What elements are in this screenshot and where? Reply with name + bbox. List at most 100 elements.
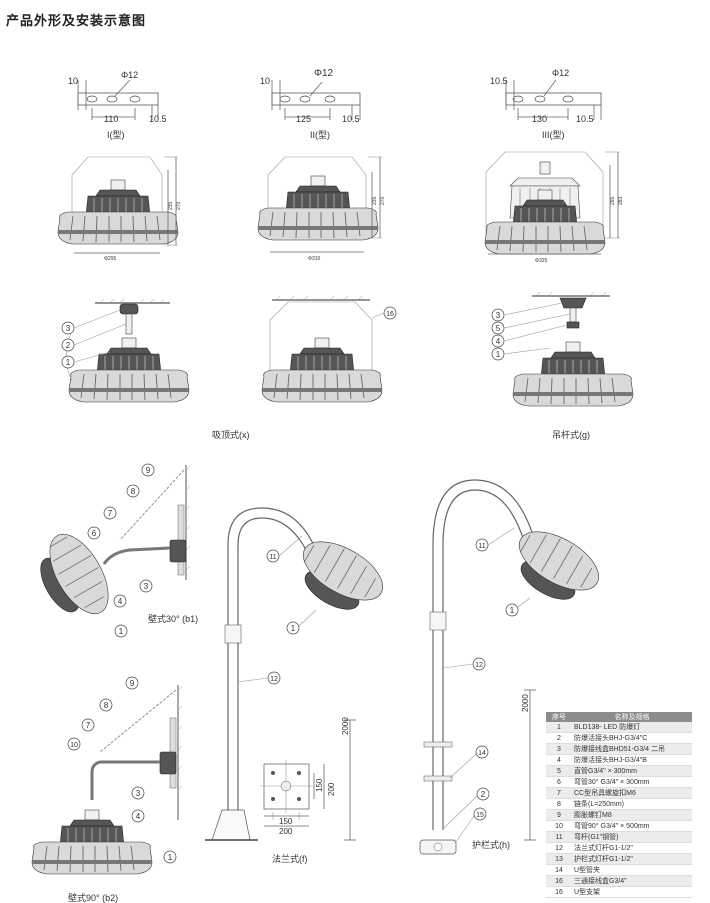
callout-3c-text: 3 bbox=[144, 582, 149, 591]
bracket-1-label: I(型) bbox=[107, 130, 125, 140]
part-number: 8 bbox=[546, 798, 572, 810]
callout-4b-text: 4 bbox=[118, 597, 123, 606]
callout-8b-text: 8 bbox=[104, 701, 109, 710]
product-2-width: Φ310 bbox=[308, 256, 321, 262]
callout-1e-text: 1 bbox=[291, 624, 296, 633]
label-flange: 法兰式(f) bbox=[272, 853, 308, 864]
callout-8a bbox=[126, 484, 140, 498]
callout-12a-text: 12 bbox=[270, 676, 278, 683]
guardrail-pole-install bbox=[419, 479, 609, 855]
callout-10 bbox=[67, 737, 81, 751]
callout-1c-text: 1 bbox=[119, 627, 124, 636]
ceiling-install bbox=[261, 295, 383, 403]
product-dim-1: Φ295 235 270 bbox=[57, 156, 182, 262]
flange-height: 2000 bbox=[341, 717, 350, 735]
parts-col-name: 名称及规格 bbox=[572, 712, 692, 722]
callout-2b bbox=[476, 787, 490, 801]
callout-8a-text: 8 bbox=[131, 487, 136, 496]
part-description: U型支架 bbox=[572, 886, 692, 898]
callout-9b-text: 9 bbox=[130, 679, 135, 688]
wall90-install bbox=[31, 685, 183, 875]
callout-1c bbox=[114, 624, 128, 638]
part-number: 13 bbox=[546, 853, 572, 865]
flange-plate-outer: 200 bbox=[279, 827, 293, 836]
product-1-width: Φ295 bbox=[104, 256, 117, 262]
flange-side-outer: 200 bbox=[327, 782, 336, 796]
product-3-h1: 265 bbox=[610, 196, 616, 205]
flange-pole-install bbox=[205, 507, 393, 841]
part-description: 链条(L=250mm) bbox=[572, 798, 692, 810]
callout-11a-text: 11 bbox=[269, 554, 276, 561]
callout-5-text: 5 bbox=[496, 324, 501, 333]
callout-7a-text: 7 bbox=[108, 509, 113, 518]
bracket-3-d1: 10.5 bbox=[490, 76, 508, 86]
part-number: 16 bbox=[546, 875, 572, 887]
bracket-3-label: III(型) bbox=[542, 130, 565, 140]
label-wall30: 壁式30° (b1) bbox=[148, 613, 198, 624]
bracket-type-2: 10 Φ12 125 10.5 II(型) bbox=[260, 68, 361, 140]
wall30-install bbox=[25, 465, 191, 631]
callout-16-text: 16 bbox=[386, 311, 394, 318]
bracket-1-d1: 10 bbox=[68, 76, 78, 86]
product-2-h2: 270 bbox=[380, 196, 386, 205]
callout-15-text: 15 bbox=[476, 812, 484, 819]
part-description: 弯杆(G1"钢管) bbox=[572, 831, 692, 843]
callout-9a bbox=[141, 463, 155, 477]
callout-3d bbox=[131, 786, 145, 800]
part-description: CC型吊具螺旋扣M6 bbox=[572, 787, 692, 799]
label-pendant: 吊杆式(g) bbox=[552, 429, 590, 440]
product-3-h2: 283 bbox=[618, 196, 624, 205]
callout-10-text: 10 bbox=[70, 742, 78, 749]
parts-table-header: 序号 名称及规格 bbox=[546, 712, 692, 722]
callout-7a bbox=[103, 506, 117, 520]
callout-1e bbox=[286, 621, 300, 635]
callout-11b-text: 11 bbox=[478, 543, 485, 550]
part-number: 9 bbox=[546, 809, 572, 821]
part-number: 16 bbox=[546, 886, 572, 898]
part-number: 2 bbox=[546, 732, 572, 744]
callout-7b bbox=[81, 718, 95, 732]
part-number: 11 bbox=[546, 831, 572, 843]
part-description: 弯管30° G3/4" × 300mm bbox=[572, 776, 692, 788]
callout-3d-text: 3 bbox=[136, 789, 141, 798]
callout-4b bbox=[113, 594, 127, 608]
callout-1f-text: 1 bbox=[510, 606, 515, 615]
part-number: 3 bbox=[546, 743, 572, 755]
bracket-1-hole: Φ12 bbox=[121, 70, 138, 80]
page-title: 产品外形及安装示意图 bbox=[6, 13, 147, 28]
pendant-install-2 bbox=[512, 291, 634, 407]
part-number: 7 bbox=[546, 787, 572, 799]
product-dim-2: Φ310 235 270 bbox=[257, 156, 386, 262]
flange-side-inner: 150 bbox=[315, 778, 324, 792]
part-number: 10 bbox=[546, 820, 572, 832]
part-description: 防爆接线盒BHD51-G3/4 二吊 bbox=[572, 743, 692, 755]
bracket-2-d2: 125 bbox=[296, 114, 311, 124]
callout-9b bbox=[125, 676, 139, 690]
callout-3c bbox=[139, 579, 153, 593]
bracket-2-d1: 10 bbox=[260, 76, 270, 86]
callout-6 bbox=[87, 526, 101, 540]
part-description: U型管夹 bbox=[572, 864, 692, 876]
product-2-h1: 235 bbox=[372, 196, 378, 205]
part-description: 护栏式灯杆G1-1/2" bbox=[572, 853, 692, 865]
part-description: 三通接线盒G3/4" bbox=[572, 875, 692, 887]
flange-plate-inner: 150 bbox=[279, 817, 293, 826]
callout-1b-text: 1 bbox=[496, 350, 501, 359]
callout-6-text: 6 bbox=[92, 529, 97, 538]
part-number: 1 bbox=[546, 722, 572, 733]
part-description: 膨胀螺钉M8 bbox=[572, 809, 692, 821]
